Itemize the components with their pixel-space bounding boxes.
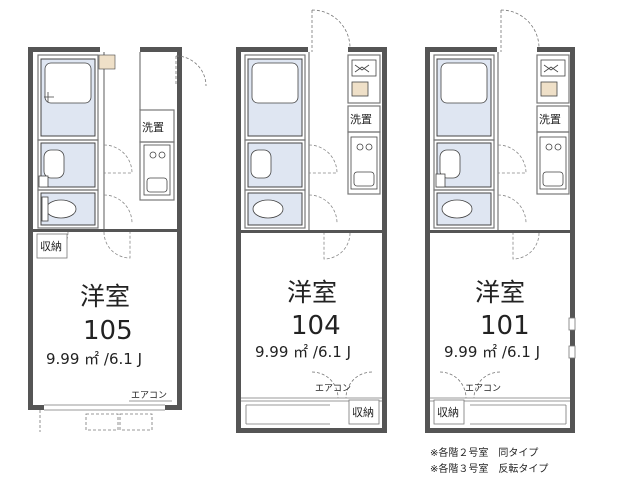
unit-101-storage-label: 収納 — [437, 406, 459, 419]
unit-105-partitions — [37, 52, 175, 229]
unit-104-washbasin — [247, 142, 303, 188]
unit-101-toilet — [436, 192, 492, 226]
unit-101-washer-label: 洗置 — [539, 113, 561, 126]
unit-105: 洗置 収納 洋室 105 9.99 ㎡ /6.1 J エアコン — [28, 47, 207, 432]
unit-105-wall-box — [38, 175, 49, 188]
unit-105-entrance-door — [175, 55, 207, 87]
unit-104-aircon-label: エアコン — [315, 384, 351, 394]
unit-105-washbasin — [40, 142, 96, 188]
unit-101: 洗置 洋室 101 9.99 ㎡ /6.1 J エアコン — [425, 9, 576, 433]
unit-104-kitchen — [350, 136, 378, 190]
unit-101-washbasin — [436, 142, 492, 188]
note-reversed-type: ※各階３号室 反転タイプ — [430, 462, 548, 475]
unit-104-partitions — [244, 52, 381, 230]
unit-101-wall-box — [435, 173, 446, 188]
unit-104-washer-label: 洗置 — [350, 113, 372, 126]
unit-101-side-window — [568, 317, 576, 359]
unit-104-bath-doors — [308, 144, 351, 260]
unit-105-toilet — [40, 192, 96, 226]
unit-101-aircon-label: エアコン — [465, 384, 501, 394]
unit-101-bath-doors — [497, 144, 540, 260]
unit-101-room-type: 洋室 — [475, 278, 525, 307]
unit-105-kitchen — [143, 144, 171, 196]
unit-101-bathtub — [436, 58, 492, 137]
unit-105-room-type: 洋室 — [80, 282, 130, 311]
unit-104-toilet — [247, 192, 303, 226]
unit-101-entrance-door — [500, 9, 540, 52]
unit-105-bathtub — [40, 58, 96, 137]
unit-101-kitchen — [539, 136, 567, 190]
unit-105-window — [39, 404, 165, 432]
unit-101-partitions — [433, 52, 570, 230]
unit-105-walls — [28, 47, 182, 410]
unit-105-shoe-box — [98, 54, 116, 70]
unit-101-room-number: 101 — [480, 311, 530, 341]
unit-104-bathtub — [247, 58, 303, 137]
unit-101-storage — [433, 399, 465, 425]
unit-104-storage — [348, 399, 380, 425]
unit-104-walls — [236, 47, 387, 433]
unit-104: 洗置 洋室 104 9.99 ㎡ /6.1 J エアコン 収納 — [236, 9, 387, 433]
unit-101-shoe-box — [540, 59, 566, 97]
unit-104-entrance-door — [311, 9, 351, 52]
unit-101-walls — [425, 47, 575, 433]
unit-104-shoe-box — [351, 59, 377, 97]
note-same-type: ※各階２号室 同タイプ — [430, 446, 538, 459]
unit-105-room-number: 105 — [83, 316, 133, 346]
unit-101-area: 9.99 ㎡ /6.1 J — [444, 343, 540, 361]
unit-104-area: 9.99 ㎡ /6.1 J — [255, 343, 351, 361]
unit-104-room-number: 104 — [291, 311, 341, 341]
unit-104-room-type: 洋室 — [287, 278, 337, 307]
unit-105-washer-label: 洗置 — [142, 121, 164, 134]
unit-105-area: 9.99 ㎡ /6.1 J — [46, 350, 142, 368]
unit-105-aircon-label: エアコン — [131, 391, 167, 401]
unit-105-storage-label: 収納 — [40, 240, 62, 253]
unit-105-storage — [36, 233, 68, 259]
unit-104-storage-label: 収納 — [352, 406, 374, 419]
